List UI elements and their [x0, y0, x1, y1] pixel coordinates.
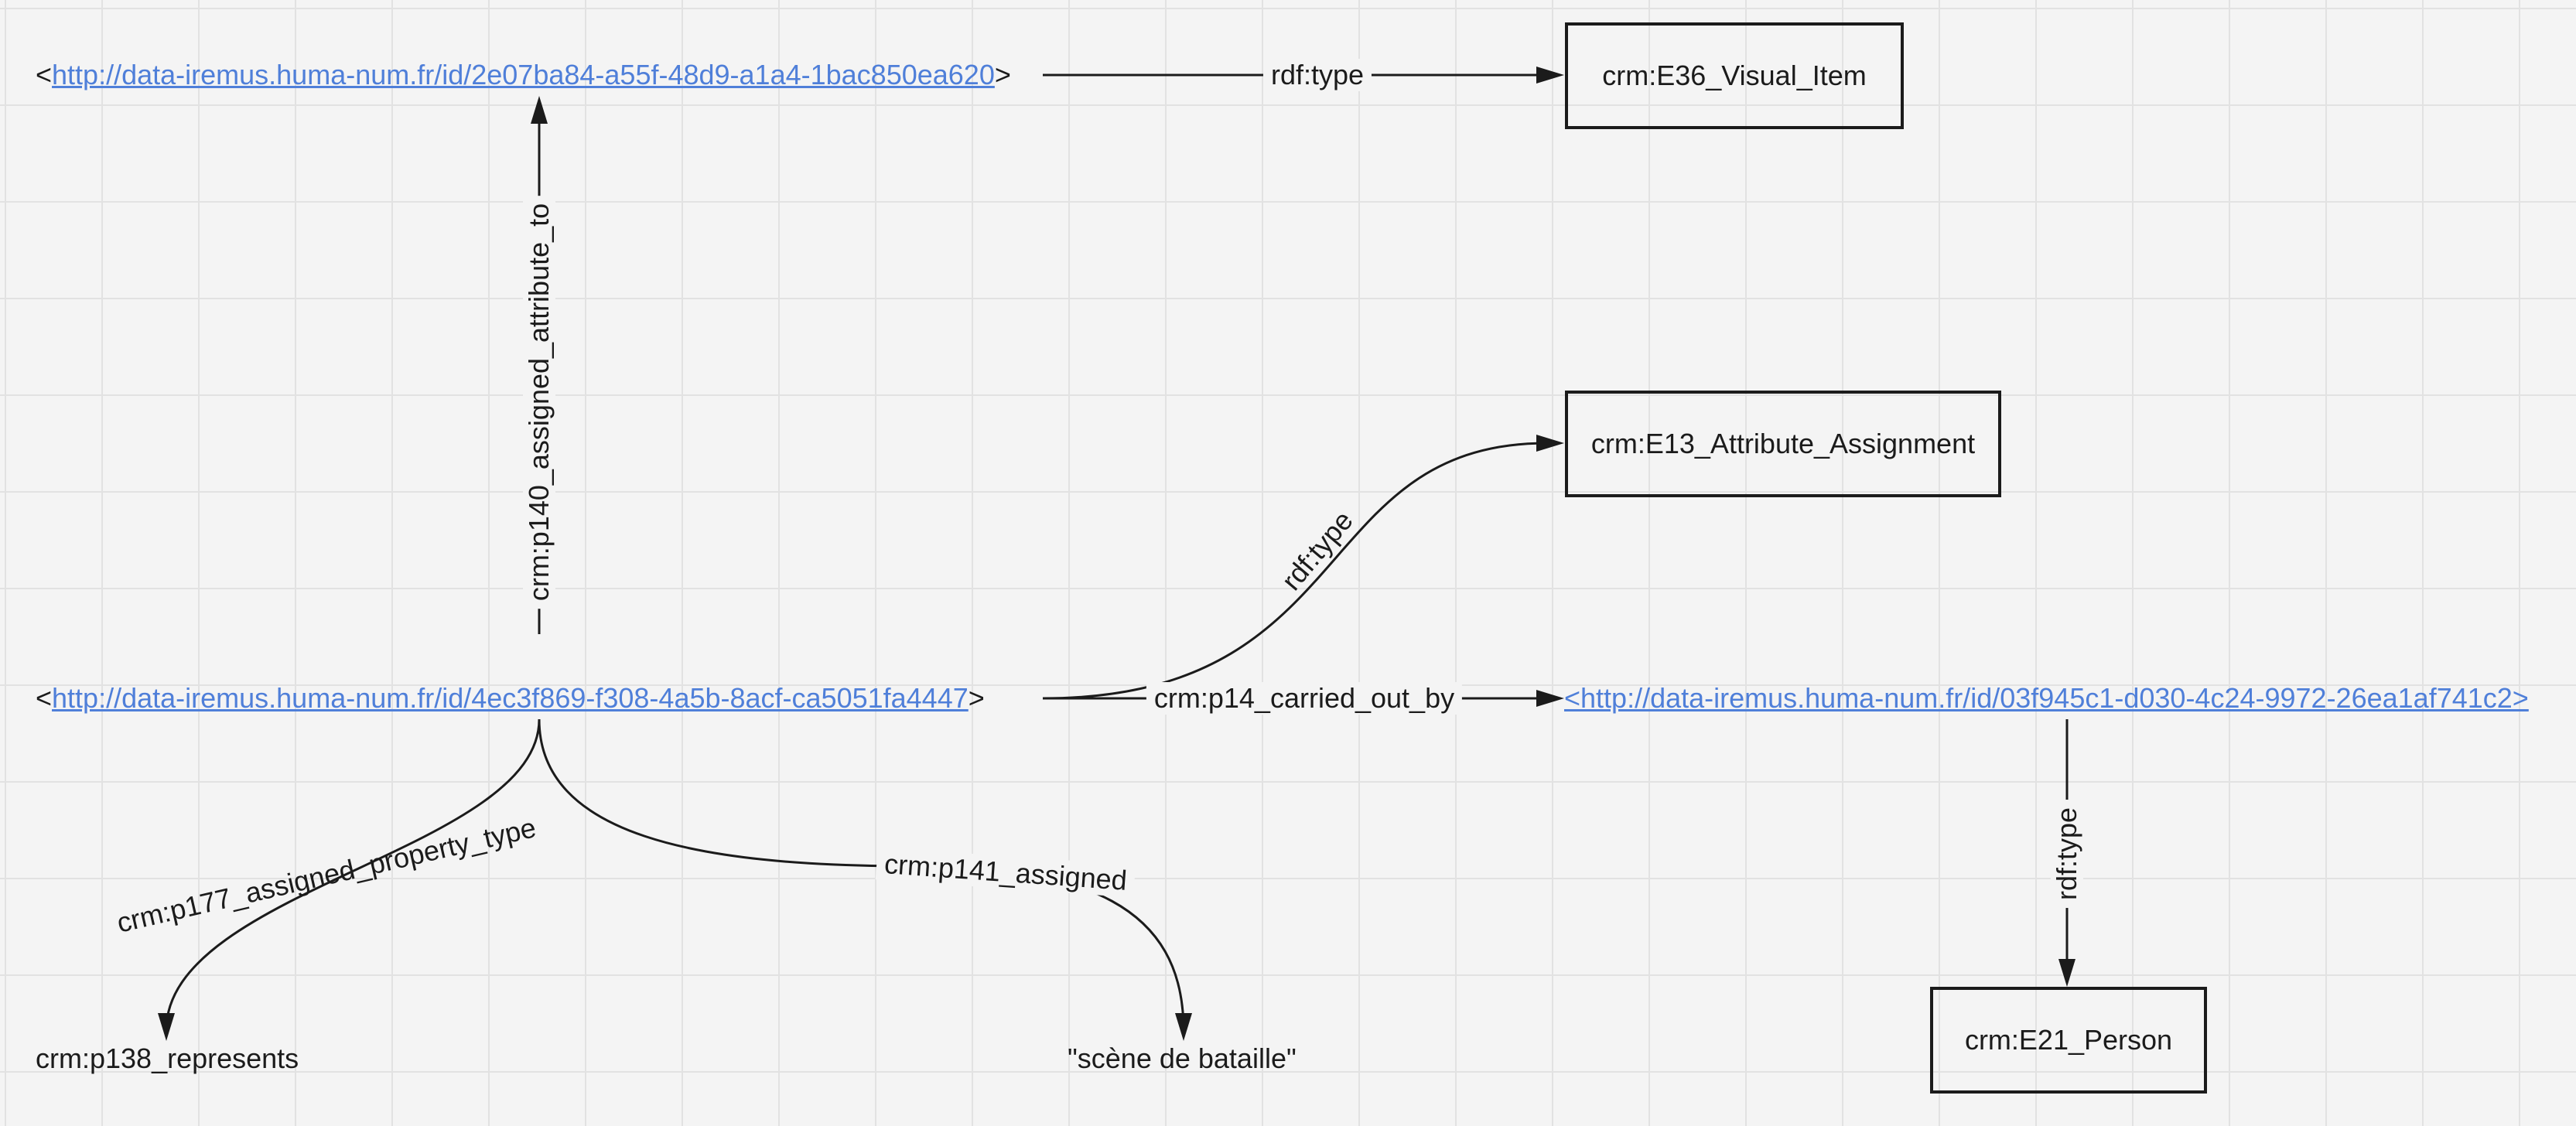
- assignment-uri-node: <http://data-iremus.huma-num.fr/id/4ec3f…: [36, 682, 985, 715]
- visual-item-uri-node: <http://data-iremus.huma-num.fr/id/2e07b…: [36, 59, 1011, 91]
- arrowhead-visual-item: [1536, 67, 1564, 84]
- assignment-class-box: crm:E13_Attribute_Assignment: [1565, 391, 2001, 497]
- person-class-box: crm:E21_Person: [1930, 987, 2207, 1094]
- assignment-uri-link[interactable]: http://data-iremus.huma-num.fr/id/4ec3f8…: [52, 682, 969, 714]
- uri-close-bracket: >: [968, 682, 985, 714]
- visual-item-class-label: crm:E36_Visual_Item: [1602, 60, 1867, 91]
- edge-label-assigned-attribute-to: crm:p140_assigned_attribute_to: [523, 195, 555, 609]
- assignment-class-label: crm:E13_Attribute_Assignment: [1590, 428, 1976, 459]
- visual-item-uri-link[interactable]: http://data-iremus.huma-num.fr/id/2e07ba…: [52, 59, 995, 90]
- arrowhead-property-value: [158, 1013, 175, 1041]
- arrowhead-assignment-class: [1536, 435, 1564, 452]
- edge-label-carried-out-by: crm:p14_carried_out_by: [1146, 682, 1463, 715]
- edge-label-visual-item-type: rdf:type: [1262, 59, 1372, 91]
- edge-label-person-type: rdf:type: [2051, 799, 2083, 909]
- uri-close-bracket: >: [994, 59, 1011, 90]
- arrowhead-literal-value: [1175, 1013, 1192, 1041]
- literal-value-node: "scène de bataille": [1068, 1042, 1297, 1074]
- arrowhead-person-class: [2058, 959, 2075, 987]
- person-uri-link[interactable]: <http://data-iremus.huma-num.fr/id/03f94…: [1564, 682, 2529, 714]
- uri-open-bracket: <: [36, 59, 53, 90]
- arrowhead-assigned-attribute-to: [531, 96, 548, 124]
- arrowhead-person-uri: [1536, 690, 1564, 707]
- visual-item-class-box: crm:E36_Visual_Item: [1565, 22, 1904, 129]
- person-uri-node: <http://data-iremus.huma-num.fr/id/03f94…: [1564, 682, 2529, 715]
- property-value-node: crm:p138_represents: [36, 1042, 299, 1074]
- edge-assigned-property-type: [165, 718, 541, 1031]
- person-class-label: crm:E21_Person: [1964, 1024, 2173, 1056]
- uri-open-bracket: <: [36, 682, 53, 714]
- arrowheads: [158, 67, 2075, 1041]
